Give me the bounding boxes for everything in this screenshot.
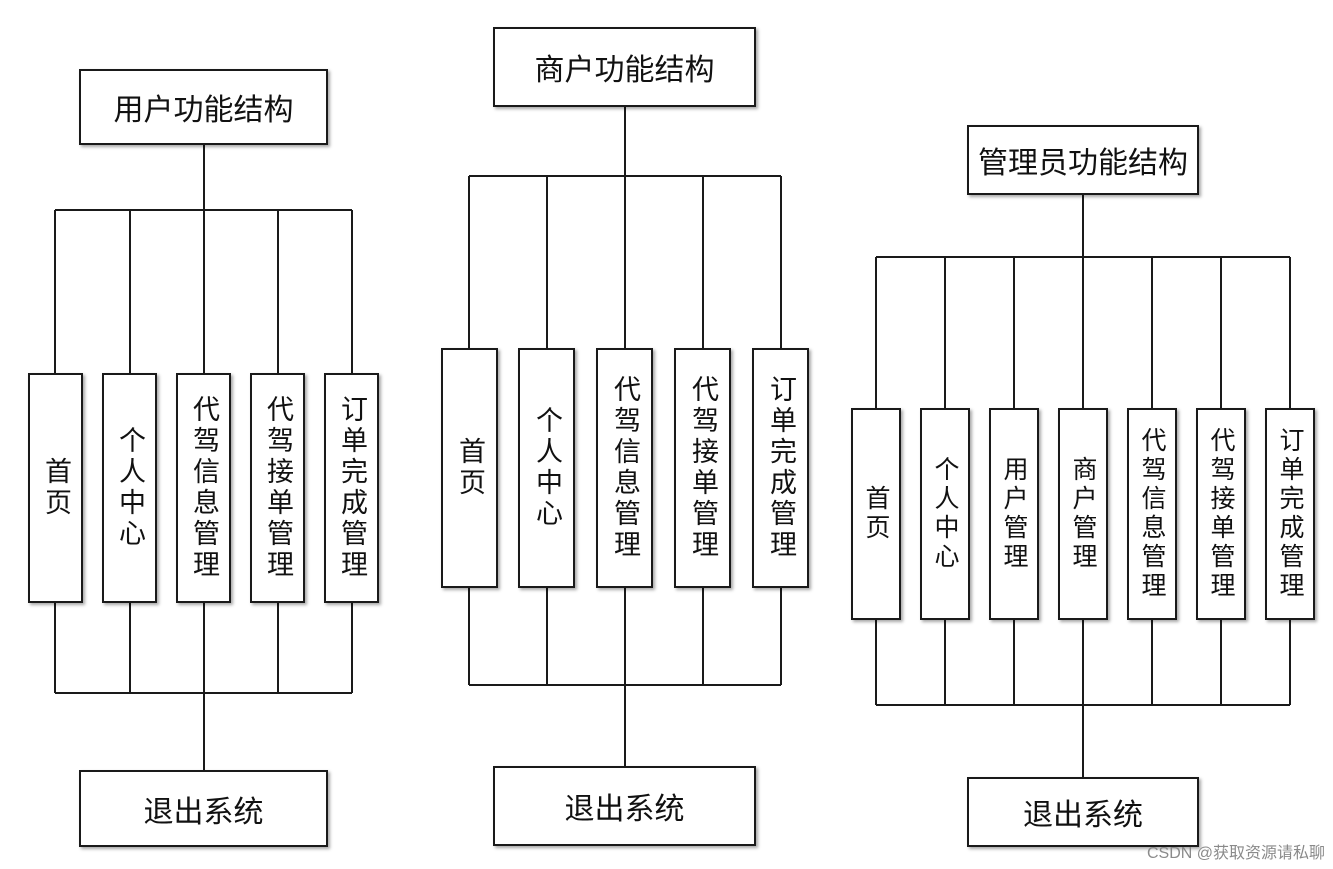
user-item-profile: 个人中心	[102, 373, 157, 603]
admin-structure-title: 管理员功能结构	[967, 125, 1199, 195]
admin-item-merchant-management: 商户管理	[1058, 408, 1108, 620]
merchant-structure-title: 商户功能结构	[493, 27, 756, 107]
user-item-driver-orders-label: 代驾接单管理	[262, 395, 293, 581]
merchant-exit-system: 退出系统	[493, 766, 756, 846]
user-item-driver-orders: 代驾接单管理	[250, 373, 305, 603]
admin-item-driver-orders: 代驾接单管理	[1196, 408, 1246, 620]
merchant-item-driver-info-label: 代驾信息管理	[609, 375, 640, 561]
user-item-profile-label: 个人中心	[114, 426, 145, 550]
user-item-completed-orders-label: 订单完成管理	[336, 395, 367, 581]
watermark: CSDN @获取资源请私聊	[1146, 845, 1325, 862]
admin-item-profile-label: 个人中心	[931, 456, 960, 572]
user-item-home-label: 首页	[40, 457, 71, 519]
merchant-exit-system-label: 退出系统	[564, 792, 685, 827]
user-structure-title-text: 用户功能结构	[113, 93, 294, 128]
admin-item-completed-orders: 订单完成管理	[1265, 408, 1315, 620]
admin-structure-title-text: 管理员功能结构	[978, 146, 1188, 181]
admin-item-driver-info-label: 代驾信息管理	[1138, 427, 1167, 601]
user-item-driver-info: 代驾信息管理	[176, 373, 231, 603]
admin-item-home-label: 首页	[862, 485, 891, 543]
admin-item-user-management-label: 用户管理	[1000, 456, 1029, 572]
user-item-completed-orders: 订单完成管理	[324, 373, 379, 603]
admin-item-driver-info: 代驾信息管理	[1127, 408, 1177, 620]
admin-item-driver-orders-label: 代驾接单管理	[1207, 427, 1236, 601]
user-exit-system: 退出系统	[79, 770, 328, 847]
merchant-item-completed-orders-label: 订单完成管理	[765, 375, 796, 561]
admin-item-home: 首页	[851, 408, 901, 620]
merchant-item-profile: 个人中心	[518, 348, 575, 588]
admin-exit-system-label: 退出系统	[1023, 798, 1143, 833]
user-structure-title: 用户功能结构	[79, 69, 328, 145]
merchant-item-driver-info: 代驾信息管理	[596, 348, 653, 588]
merchant-item-profile-label: 个人中心	[531, 406, 562, 530]
admin-item-profile: 个人中心	[920, 408, 970, 620]
admin-item-user-management: 用户管理	[989, 408, 1039, 620]
merchant-item-driver-orders-label: 代驾接单管理	[687, 375, 718, 561]
merchant-item-driver-orders: 代驾接单管理	[674, 348, 731, 588]
admin-item-merchant-management-label: 商户管理	[1069, 456, 1098, 572]
merchant-structure-title-text: 商户功能结构	[534, 53, 715, 88]
admin-item-completed-orders-label: 订单完成管理	[1276, 427, 1305, 601]
merchant-item-home-label: 首页	[454, 437, 485, 499]
user-item-home: 首页	[28, 373, 83, 603]
admin-exit-system: 退出系统	[967, 777, 1199, 847]
merchant-item-completed-orders: 订单完成管理	[752, 348, 809, 588]
user-exit-system-label: 退出系统	[143, 794, 264, 830]
merchant-item-home: 首页	[441, 348, 498, 588]
user-item-driver-info-label: 代驾信息管理	[188, 395, 219, 581]
